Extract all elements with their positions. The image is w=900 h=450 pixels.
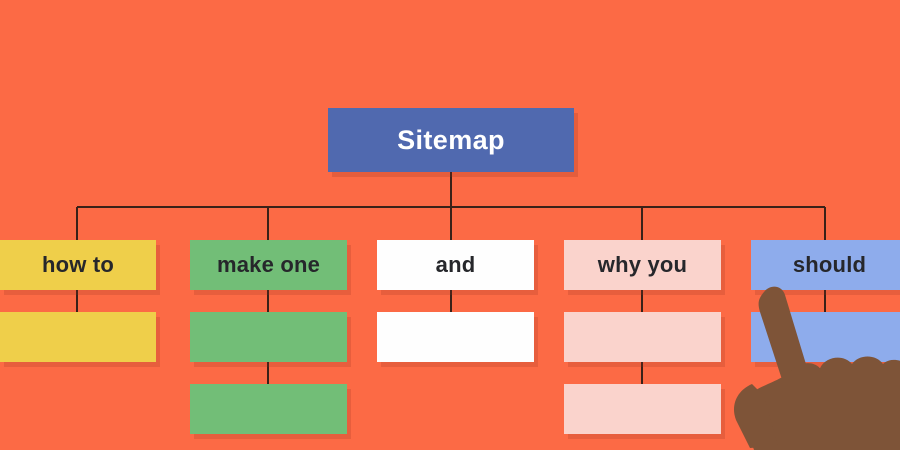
- node-why-you-label: why you: [597, 252, 688, 277]
- node-and-label: and: [435, 252, 476, 277]
- node-make-one-label: make one: [216, 252, 321, 277]
- node-sitemap-root[interactable]: Sitemap: [328, 108, 574, 172]
- node-should-child-1[interactable]: [751, 312, 900, 362]
- node-sitemap-root-label: Sitemap: [397, 124, 505, 155]
- node-how-to-label: how to: [41, 252, 115, 277]
- node-why-you[interactable]: why you: [564, 240, 721, 290]
- node-and[interactable]: and: [377, 240, 534, 290]
- node-how-to[interactable]: how to: [0, 240, 156, 290]
- node-should-label: should: [792, 252, 867, 277]
- node-make-one[interactable]: make one: [190, 240, 347, 290]
- node-make-one-child-1[interactable]: [190, 312, 347, 362]
- node-why-you-child-1[interactable]: [564, 312, 721, 362]
- column-make-one: make one: [190, 240, 347, 434]
- node-how-to-child-1[interactable]: [0, 312, 156, 362]
- column-how-to: how to: [0, 240, 156, 362]
- column-should: should: [751, 240, 900, 362]
- node-and-child-1[interactable]: [377, 312, 534, 362]
- node-make-one-child-2[interactable]: [190, 384, 347, 434]
- node-why-you-child-2[interactable]: [564, 384, 721, 434]
- column-why-you: why you: [564, 240, 721, 434]
- node-should[interactable]: should: [751, 240, 900, 290]
- column-and: and: [377, 240, 534, 362]
